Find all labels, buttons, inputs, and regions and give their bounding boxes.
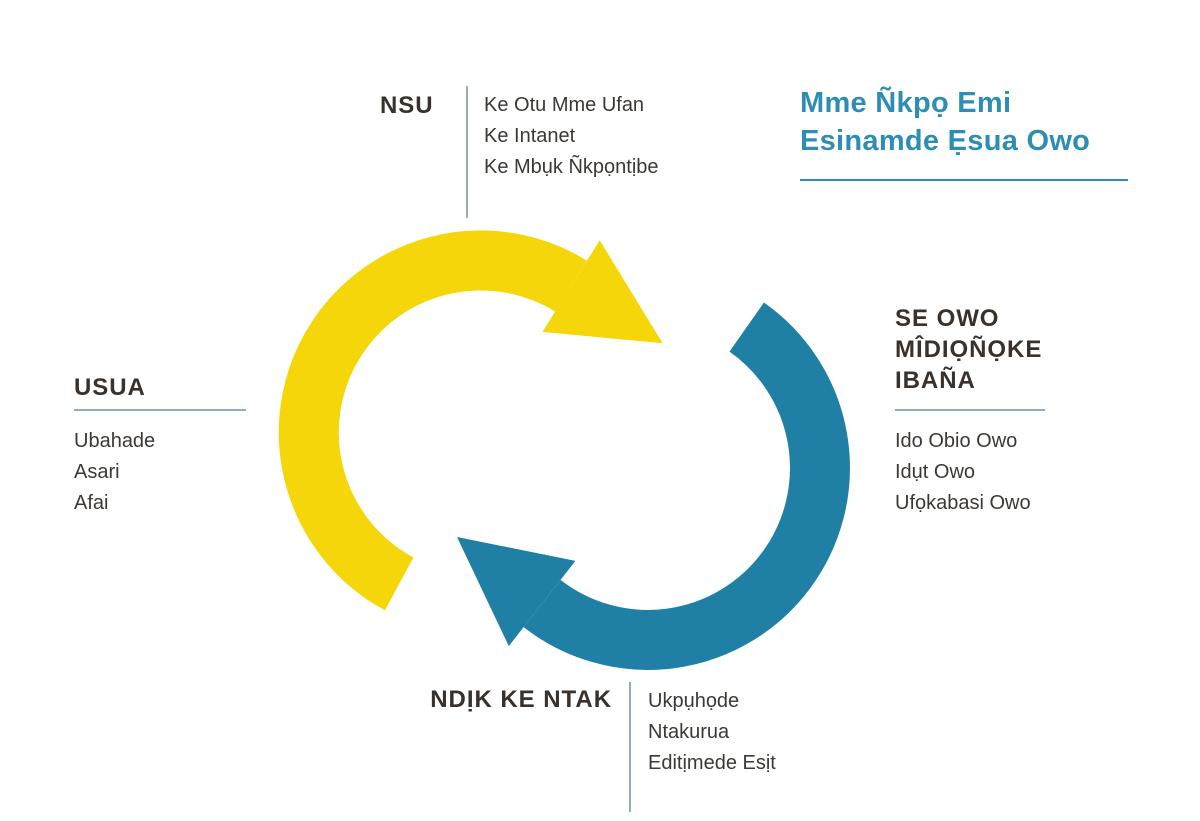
section-left-list: Ubahade Asari Afai (74, 426, 155, 519)
list-item: Ntakurua (648, 721, 730, 743)
list-item: Ubahade (74, 430, 156, 452)
list-item: Ukpụhọde (648, 690, 740, 712)
yellow-arc (278, 230, 587, 611)
yellow-arrowhead-icon (542, 240, 663, 344)
section-right-divider (895, 409, 1045, 411)
list-item: Ufọkabasi Owo (895, 492, 1031, 514)
section-right-heading-line3: IBAÑA (895, 367, 976, 394)
section-bottom-list: Ukpụhọde Ntakurua Editịmede Esịt (648, 686, 776, 779)
list-item: Afai (74, 492, 109, 514)
page-title-underline (800, 179, 1128, 181)
section-left-heading: USUA (74, 374, 146, 401)
section-right-heading-line2: MÎDIỌÑỌKE (895, 336, 1043, 363)
list-item: Idụt Owo (895, 461, 976, 483)
list-item: Editịmede Esịt (648, 752, 776, 774)
section-bottom-divider (629, 682, 631, 812)
page-title-line1: Mme Ñkpọ Emi (800, 87, 1012, 119)
section-right-list: Ido Obio Owo Idụt Owo Ufọkabasi Owo (895, 426, 1031, 519)
list-item: Ke Mbụk Ñkpọntịbe (484, 156, 659, 178)
teal-arc (523, 302, 850, 670)
page-title-line2: Esinamde Ẹsua Owo (800, 125, 1091, 157)
section-top-divider (466, 86, 468, 218)
list-item: Ido Obio Owo (895, 430, 1018, 452)
section-top-list: Ke Otu Mme Ufan Ke Intanet Ke Mbụk Ñkpọn… (484, 90, 659, 183)
section-left-divider (74, 409, 246, 411)
list-item: Ke Otu Mme Ufan (484, 94, 645, 116)
list-item: Asari (74, 461, 120, 483)
page-title: Mme Ñkpọ Emi Esinamde Ẹsua Owo (800, 84, 1090, 160)
section-top-heading: NSU (380, 92, 434, 119)
list-item: Ke Intanet (484, 125, 576, 147)
section-bottom-heading: NDỊK KE NTAK (430, 686, 612, 713)
section-right-heading: SE OWO MÎDIỌÑỌKE IBAÑA (895, 303, 1042, 396)
section-right-heading-line1: SE OWO (895, 305, 1000, 332)
teal-arrowhead-icon (457, 537, 576, 647)
